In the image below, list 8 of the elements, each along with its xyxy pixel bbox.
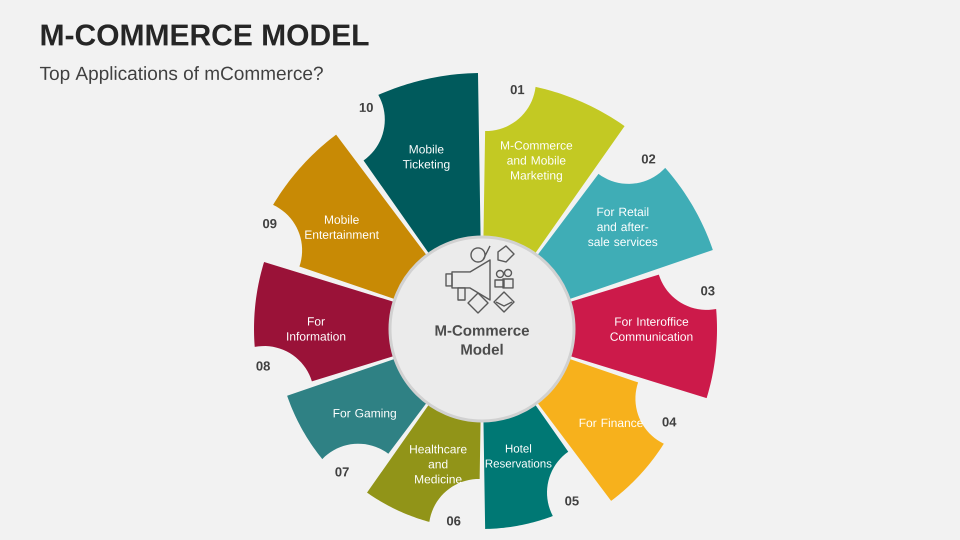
step-number: 02 bbox=[642, 154, 656, 164]
step-number: 04 bbox=[662, 417, 676, 427]
subtitle: Top Applications of mCommerce? bbox=[40, 66, 323, 84]
step-number: 08 bbox=[256, 361, 270, 371]
step-number: 03 bbox=[701, 286, 715, 296]
title: M-COMMERCE MODEL bbox=[42, 24, 369, 46]
step-number: 01 bbox=[510, 84, 524, 94]
step-number: 07 bbox=[335, 467, 349, 476]
